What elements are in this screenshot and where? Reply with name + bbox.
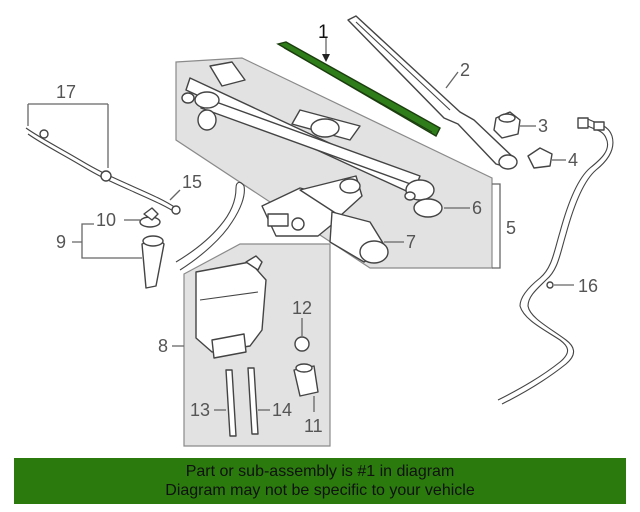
callout-17: 17 — [56, 82, 76, 102]
callout-1: 1 — [318, 22, 329, 43]
grommet-part-12 — [294, 336, 310, 352]
callout-5: 5 — [506, 218, 516, 238]
rod-part-13 — [225, 369, 237, 437]
callout-8: 8 — [158, 336, 168, 356]
part-info-banner: Part or sub-assembly is #1 in diagram Di… — [14, 458, 626, 504]
washer-reservoir — [195, 255, 267, 359]
leader-lines — [27, 38, 574, 412]
callout-12: 12 — [292, 298, 312, 318]
callout-3: 3 — [538, 116, 548, 136]
banner-line-part: Part or sub-assembly is #1 in diagram — [185, 463, 455, 480]
callout-numbers: 1 2 3 4 5 6 7 8 9 10 11 12 13 14 15 16 1… — [56, 22, 598, 436]
washer-hose-part-17 — [25, 127, 181, 215]
nozzle-part-9 — [141, 235, 165, 289]
callout-4: 4 — [568, 150, 578, 170]
wiper-blade-part-1 — [276, 41, 441, 137]
cap-part-4 — [527, 147, 553, 169]
nozzle-part-10 — [139, 207, 161, 228]
callout-9: 9 — [56, 232, 66, 252]
callout-10: 10 — [96, 210, 116, 230]
wiper-motor — [261, 175, 389, 264]
callout-7: 7 — [406, 232, 416, 252]
washer-hose-part-16 — [497, 117, 614, 405]
wiper-arm-part-2 — [347, 15, 518, 170]
washer-pump-part-11 — [293, 363, 319, 397]
wiper-linkage — [181, 61, 443, 218]
nut-part-3 — [493, 111, 521, 139]
callout-2: 2 — [460, 60, 470, 80]
callout-16: 16 — [578, 276, 598, 296]
callout-6: 6 — [472, 198, 482, 218]
callout-13: 13 — [190, 400, 210, 420]
banner-line-disclaimer: Diagram may not be specific to your vehi… — [165, 482, 475, 499]
callout-14: 14 — [272, 400, 292, 420]
washer-hose-part-15 — [175, 181, 245, 271]
callout-15: 15 — [182, 172, 202, 192]
callout-11: 11 — [304, 416, 323, 436]
rod-part-14 — [247, 367, 259, 435]
